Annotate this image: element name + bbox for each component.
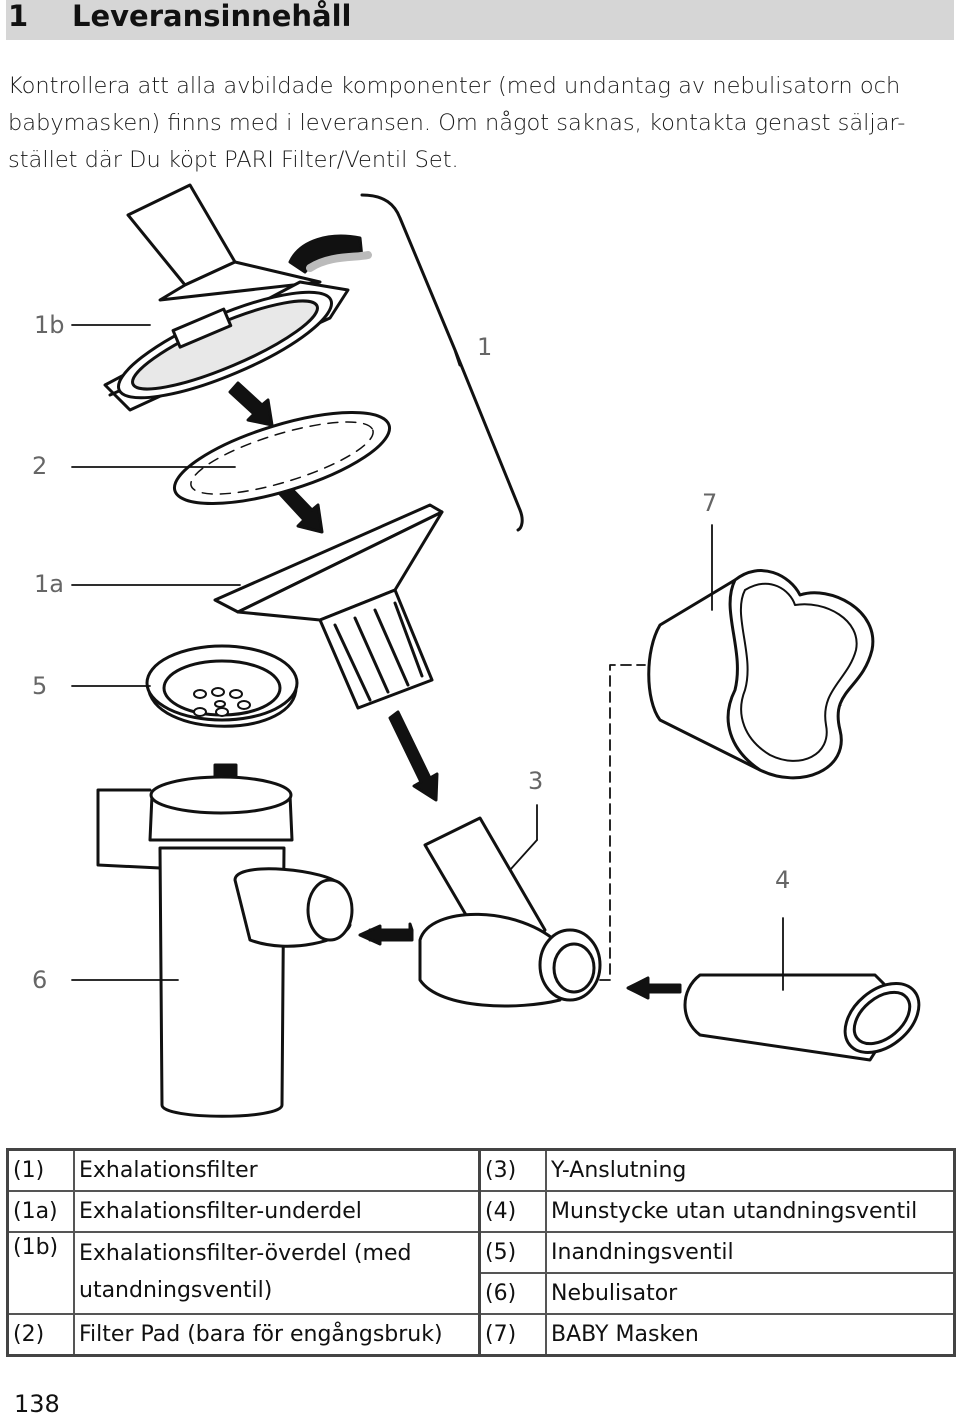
- heading-bar: [6, 0, 954, 40]
- legend-name-line: Exhalationsfilter-överdel (med: [79, 1241, 412, 1266]
- filter-top-part-illustration: [103, 183, 350, 412]
- legend-name-multiline: Exhalationsfilter-överdel (med utandning…: [73, 1231, 481, 1315]
- legend-name: Munstycke utan utandningsventil: [545, 1190, 956, 1233]
- intro-line: babymasken) finns med i leveransen. Om n…: [8, 110, 906, 136]
- leader-lines: [71, 324, 784, 991]
- legend-code: (1): [6, 1148, 75, 1192]
- legend-name: Nebulisator: [545, 1272, 956, 1315]
- legend-name: Exhalationsfilter-underdel: [73, 1190, 481, 1233]
- y-connector-illustration: [418, 816, 602, 1008]
- label-1: 1: [477, 333, 492, 361]
- legend-code: (6): [478, 1272, 548, 1315]
- legend-name: Y-Anslutning: [545, 1148, 956, 1192]
- label-3: 3: [528, 767, 543, 795]
- intro-paragraph: Kontrollera att alla avbildade komponent…: [8, 68, 953, 179]
- filter-bottom-part-illustration: [213, 503, 444, 710]
- legend-code: (3): [478, 1148, 548, 1192]
- legend-code: (2): [6, 1313, 75, 1357]
- label-6: 6: [32, 966, 47, 994]
- legend-name: BABY Masken: [545, 1313, 956, 1357]
- intro-line: stället där Du köpt PARI Filter/Ventil S…: [8, 147, 459, 173]
- label-1a: 1a: [34, 570, 64, 598]
- section-number: 1: [8, 0, 29, 33]
- legend-code: (7): [478, 1313, 548, 1357]
- legend-name-line: utandningsventil): [79, 1278, 273, 1303]
- label-5: 5: [32, 672, 47, 700]
- filter-pad-illustration: [172, 411, 392, 505]
- nebulizer-illustration: [96, 775, 354, 1118]
- section-title: Leveransinnehåll: [72, 0, 352, 33]
- legend-code: (4): [478, 1190, 548, 1233]
- table-row: (1b) Exhalationsfilter-överdel (med utan…: [6, 1231, 956, 1315]
- label-2: 2: [32, 452, 47, 480]
- inhalation-valve-illustration: [145, 644, 299, 728]
- legend-code: (1a): [6, 1190, 75, 1233]
- component-illustration: 1b 2 1a 5 6 1 7 3 4: [32, 183, 921, 1118]
- component-legend-table: (1) Exhalationsfilter (3) Y-Anslutning (…: [6, 1148, 956, 1357]
- label-1b: 1b: [34, 311, 65, 339]
- legend-name: Exhalationsfilter: [73, 1148, 481, 1192]
- bracket-1: [360, 193, 524, 532]
- table-row: (1) Exhalationsfilter (3) Y-Anslutning: [6, 1148, 956, 1192]
- table-row: (6) Nebulisator: [8, 1272, 956, 1315]
- intro-line: Kontrollera att alla avbildade komponent…: [8, 73, 901, 99]
- baby-mask-illustration: [647, 569, 875, 780]
- page-number: 138: [14, 1390, 60, 1418]
- table-row: (1a) Exhalationsfilter-underdel (4) Muns…: [6, 1190, 956, 1233]
- legend-code: (5): [478, 1231, 548, 1274]
- legend-code: (1b): [6, 1231, 75, 1315]
- label-7: 7: [702, 489, 717, 517]
- table-row: (2) Filter Pad (bara för engångsbruk) (7…: [6, 1313, 956, 1357]
- legend-name: Inandningsventil: [545, 1231, 956, 1274]
- mouthpiece-illustration: [683, 973, 921, 1062]
- legend-name: Filter Pad (bara för engångsbruk): [73, 1313, 481, 1357]
- label-4: 4: [775, 866, 790, 894]
